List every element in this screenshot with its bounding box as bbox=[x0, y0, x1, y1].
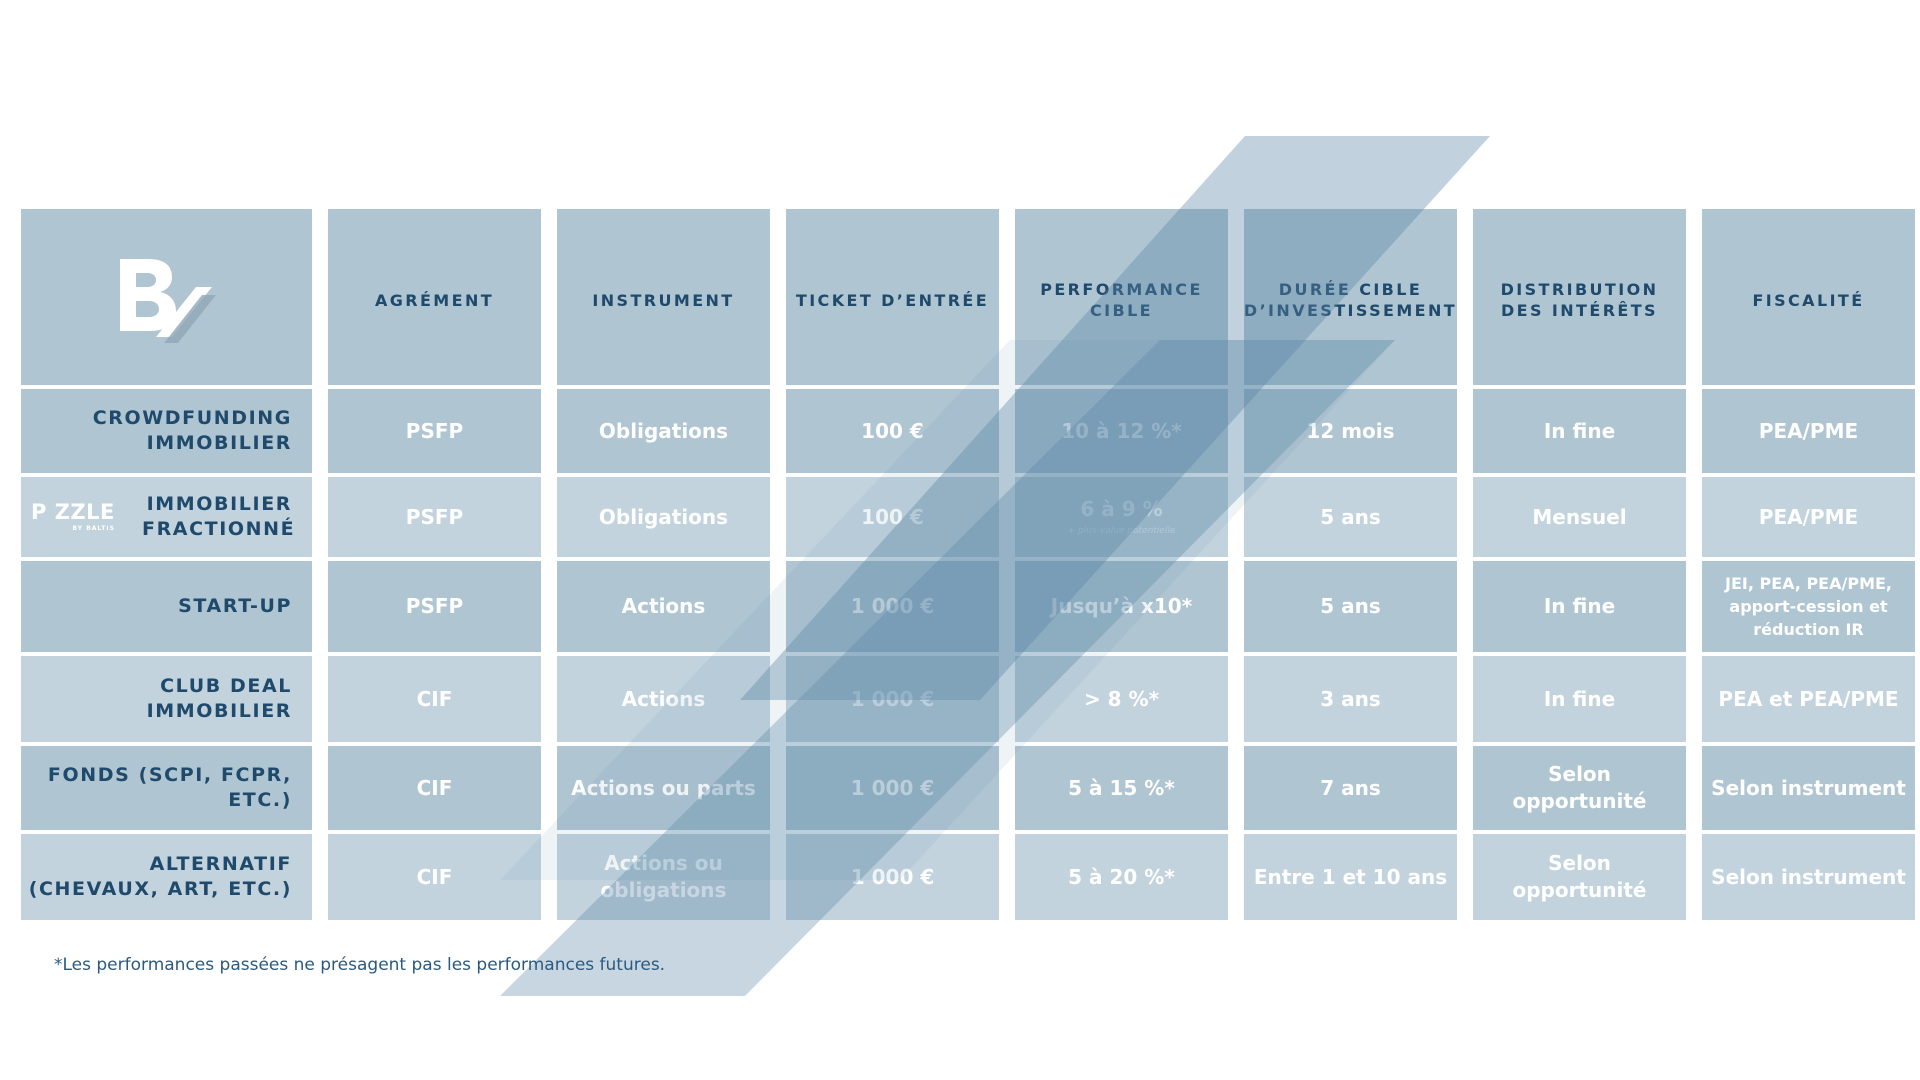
logo-cell bbox=[21, 209, 312, 385]
performance-value: 6 à 9 % bbox=[1080, 497, 1163, 522]
cell-distribution: Selon opportunité bbox=[1473, 746, 1686, 830]
cell-distribution: In fine bbox=[1473, 561, 1686, 652]
cell-ticket: 1 000 € bbox=[786, 561, 999, 652]
puzzle-logo-text: P ZZLE bbox=[31, 499, 115, 524]
cell-distribution: Mensuel bbox=[1473, 477, 1686, 557]
cell-performance: 5 à 15 %* bbox=[1015, 746, 1228, 830]
header-distribution: DISTRIBUTION DES INTÉRÊTS bbox=[1473, 209, 1686, 385]
cell-agrement: CIF bbox=[328, 656, 541, 742]
header-performance: PERFORMANCE CIBLE bbox=[1015, 209, 1228, 385]
cell-fiscalite: Selon instrument bbox=[1702, 834, 1915, 920]
header-duree: DURÉE CIBLE D’INVESTISSEMENT bbox=[1244, 209, 1457, 385]
row-label-alternatif: ALTERNATIF (CHEVAUX, ART, ETC.) bbox=[21, 834, 312, 920]
header-fiscalite: FISCALITÉ bbox=[1702, 209, 1915, 385]
cell-agrement: PSFP bbox=[328, 389, 541, 473]
cell-duree: 12 mois bbox=[1244, 389, 1457, 473]
cell-fiscalite: PEA/PME bbox=[1702, 477, 1915, 557]
puzzle-logo: P ZZLE BY BALTIS bbox=[31, 499, 115, 533]
cell-performance: 5 à 20 %* bbox=[1015, 834, 1228, 920]
header-instrument: INSTRUMENT bbox=[557, 209, 770, 385]
cell-distribution: In fine bbox=[1473, 656, 1686, 742]
cell-fiscalite: JEI, PEA, PEA/PME, apport-cession et réd… bbox=[1702, 561, 1915, 652]
row-label-immobilier-fractionne: P ZZLE BY BALTIS IMMOBILIER FRACTIONNÉ bbox=[21, 477, 312, 557]
cell-instrument: Actions bbox=[557, 561, 770, 652]
row-label-crowdfunding: CROWDFUNDING IMMOBILIER bbox=[21, 389, 312, 473]
cell-ticket: 100 € bbox=[786, 477, 999, 557]
cell-distribution: In fine bbox=[1473, 389, 1686, 473]
row-label-text: IMMOBILIER FRACTIONNÉ bbox=[142, 493, 296, 540]
cell-instrument: Obligations bbox=[557, 389, 770, 473]
cell-performance: > 8 %* bbox=[1015, 656, 1228, 742]
cell-performance: 6 à 9 % + plus-value potentielle bbox=[1015, 477, 1228, 557]
cell-agrement: CIF bbox=[328, 834, 541, 920]
row-label-fonds: FONDS (SCPI, FCPR, ETC.) bbox=[21, 746, 312, 830]
cell-duree: 5 ans bbox=[1244, 477, 1457, 557]
cell-instrument: Obligations bbox=[557, 477, 770, 557]
cell-ticket: 1 000 € bbox=[786, 656, 999, 742]
cell-instrument: Actions bbox=[557, 656, 770, 742]
b-slash-logo-icon bbox=[119, 259, 216, 343]
performance-note: + plus-value potentielle bbox=[1067, 526, 1176, 537]
cell-fiscalite: PEA/PME bbox=[1702, 389, 1915, 473]
cell-agrement: PSFP bbox=[328, 561, 541, 652]
cell-ticket: 1 000 € bbox=[786, 834, 999, 920]
cell-performance: 10 à 12 %* bbox=[1015, 389, 1228, 473]
cell-instrument: Actions ou obligations bbox=[557, 834, 770, 920]
comparison-table: AGRÉMENT INSTRUMENT TICKET D’ENTRÉE PERF… bbox=[21, 209, 1915, 920]
cell-fiscalite: PEA et PEA/PME bbox=[1702, 656, 1915, 742]
header-ticket: TICKET D’ENTRÉE bbox=[786, 209, 999, 385]
cell-duree: Entre 1 et 10 ans bbox=[1244, 834, 1457, 920]
cell-agrement: CIF bbox=[328, 746, 541, 830]
cell-duree: 3 ans bbox=[1244, 656, 1457, 742]
cell-distribution: Selon opportunité bbox=[1473, 834, 1686, 920]
row-label-club-deal: CLUB DEAL IMMOBILIER bbox=[21, 656, 312, 742]
puzzle-logo-subtext: BY BALTIS bbox=[72, 524, 115, 532]
cell-instrument: Actions ou parts bbox=[557, 746, 770, 830]
cell-fiscalite: Selon instrument bbox=[1702, 746, 1915, 830]
cell-agrement: PSFP bbox=[328, 477, 541, 557]
cell-duree: 5 ans bbox=[1244, 561, 1457, 652]
row-label-start-up: START-UP bbox=[21, 561, 312, 652]
cell-duree: 7 ans bbox=[1244, 746, 1457, 830]
header-agrement: AGRÉMENT bbox=[328, 209, 541, 385]
cell-performance: Jusqu’à x10* bbox=[1015, 561, 1228, 652]
cell-ticket: 1 000 € bbox=[786, 746, 999, 830]
cell-ticket: 100 € bbox=[786, 389, 999, 473]
footnote: *Les performances passées ne présagent p… bbox=[54, 955, 666, 975]
